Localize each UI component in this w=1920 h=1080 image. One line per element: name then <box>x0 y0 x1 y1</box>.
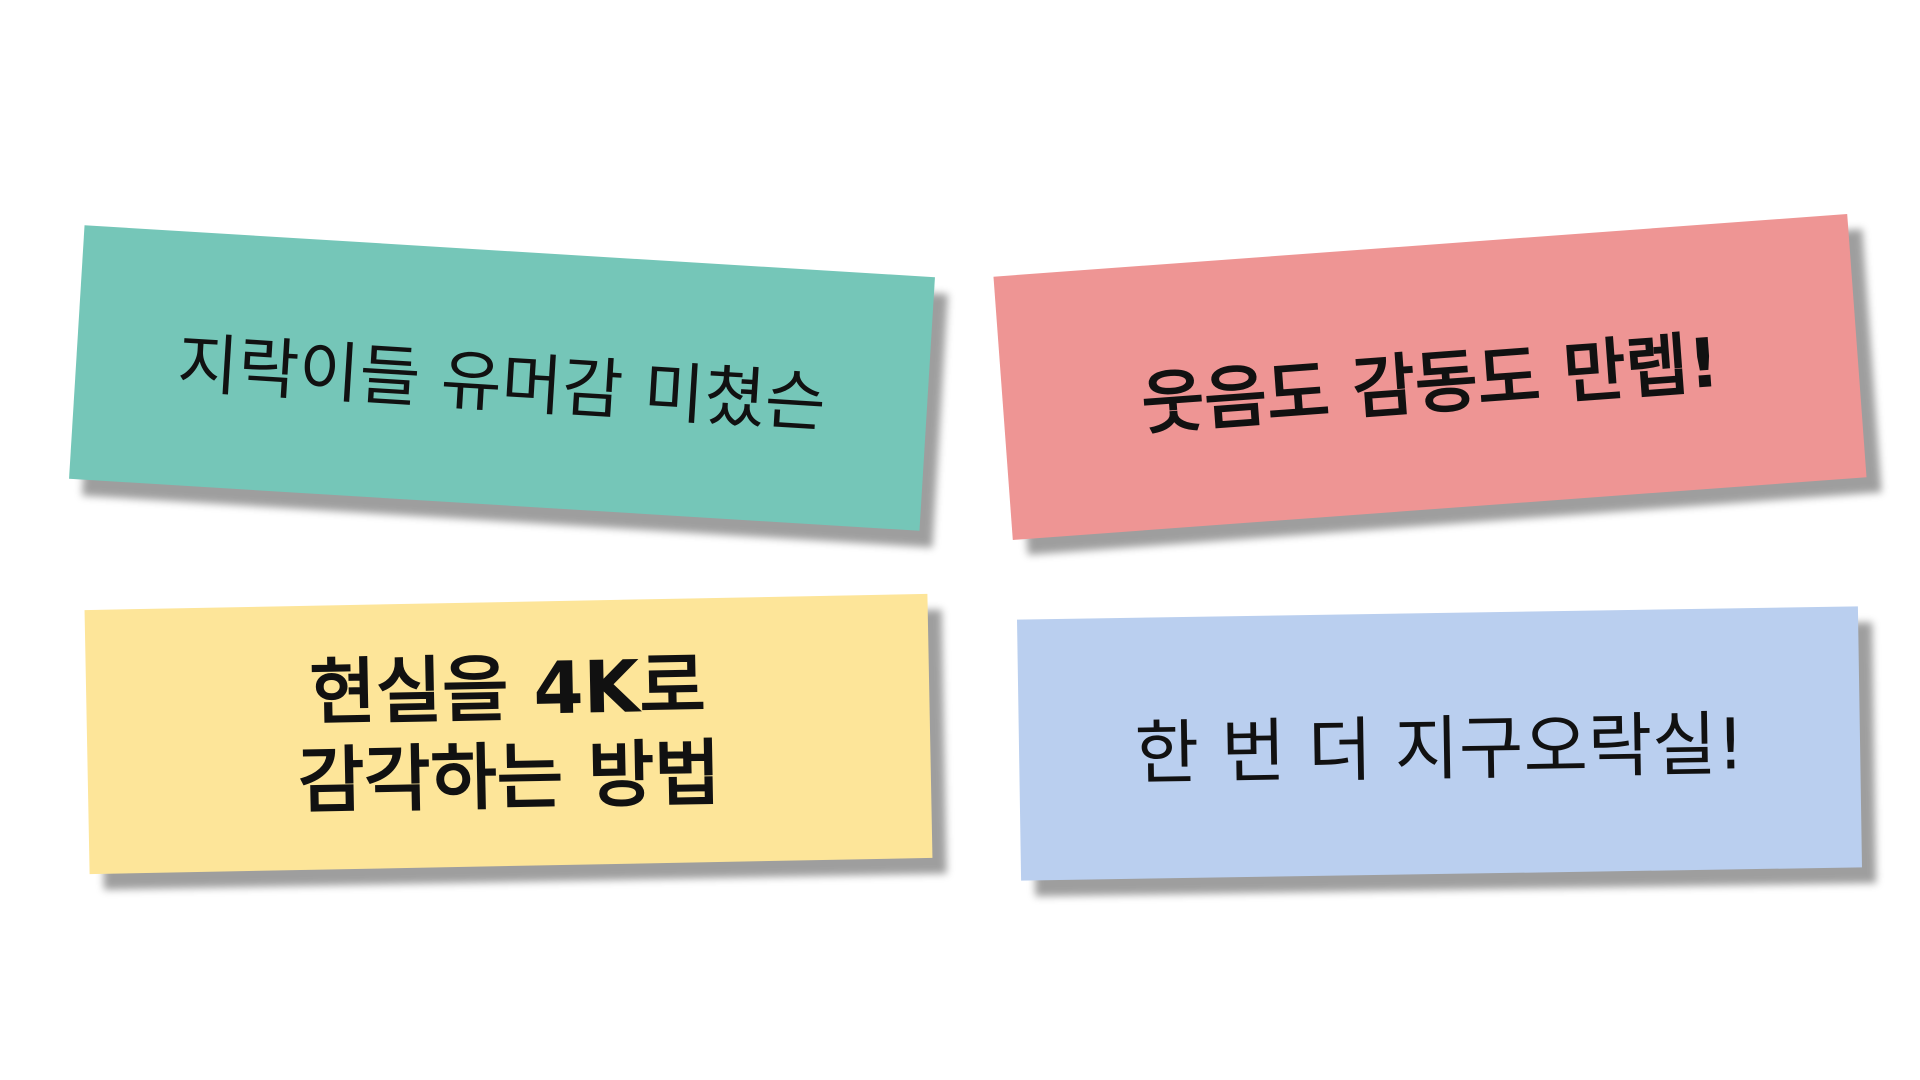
sticky-note-red: 웃음도 감동도 만렙! <box>993 214 1867 540</box>
note-text: 지락이들 유머감 미쳤슨 <box>175 325 828 442</box>
sticky-note-green: 지락이들 유머감 미쳤슨 <box>69 225 935 531</box>
note-text-line-1: 현실을 4K로 <box>308 643 707 735</box>
note-text-block: 현실을 4K로 감각하는 방법 <box>296 642 722 826</box>
note-text-line-2: 감각하는 방법 <box>297 730 722 824</box>
sticky-note-yellow: 현실을 4K로 감각하는 방법 <box>84 593 933 875</box>
note-text: 웃음도 감동도 만렙! <box>1138 323 1723 445</box>
sticky-note-blue: 한 번 더 지구오락실! <box>1017 606 1862 881</box>
note-text: 한 번 더 지구오락실! <box>1133 703 1746 795</box>
